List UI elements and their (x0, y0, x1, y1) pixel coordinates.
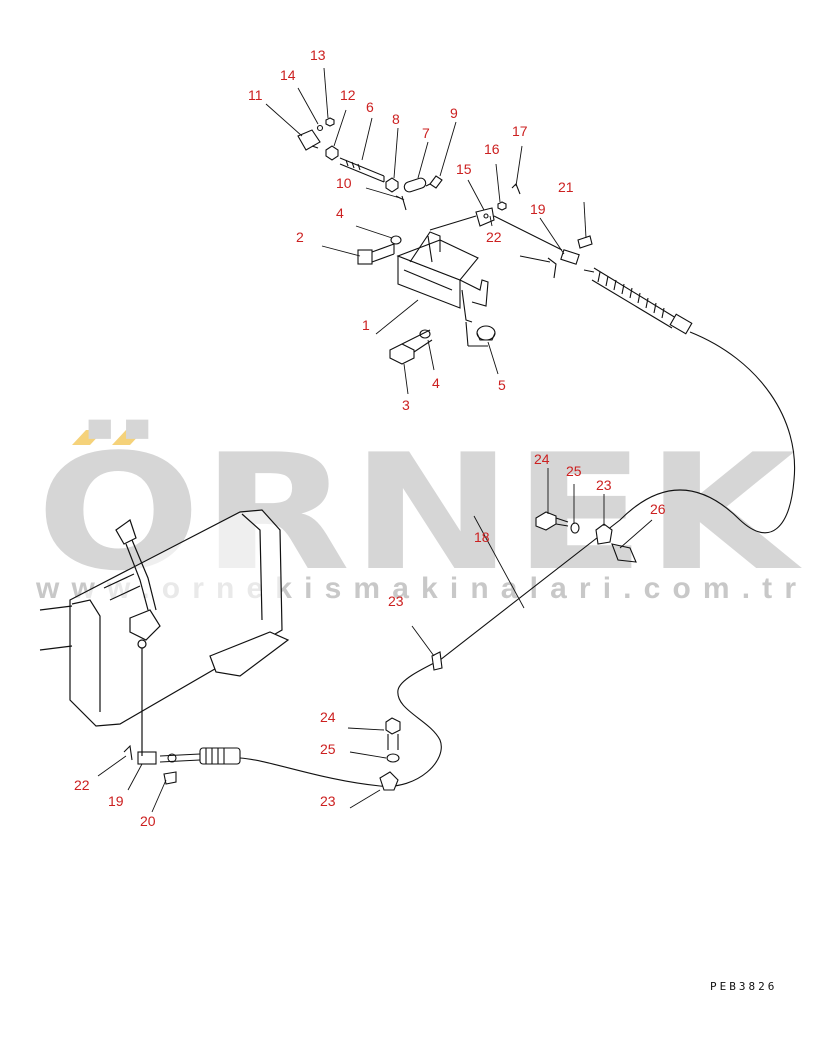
callout-15: 15 (456, 161, 472, 177)
callout-12: 12 (340, 87, 356, 103)
bolt-3 (389, 329, 433, 365)
clamp-23-upper (595, 523, 613, 545)
cable-end-lower (159, 747, 241, 765)
washer-25-lower (386, 753, 400, 763)
callout-14: 14 (280, 67, 296, 83)
spacer-5 (465, 321, 496, 347)
clamp-23-middle (431, 651, 443, 671)
pin-22-upper (547, 257, 557, 279)
transmission-housing (39, 509, 290, 756)
callout-25a: 25 (566, 463, 582, 479)
callout-24a: 24 (534, 451, 550, 467)
watermark-accent-right (112, 430, 144, 445)
callout-11: 11 (248, 87, 263, 103)
nut-8 (385, 177, 399, 193)
joint-19-upper (560, 249, 580, 265)
callout-labels: 1 2 3 4 4 5 6 7 8 9 10 11 12 13 14 15 16… (74, 47, 666, 829)
cable-bellows (583, 267, 693, 335)
callout-26: 26 (650, 501, 666, 517)
cotter-10 (395, 195, 407, 211)
pin-22-lower (123, 744, 133, 761)
callout-1: 1 (362, 317, 370, 333)
pin-6 (339, 157, 385, 183)
callout-19b: 19 (108, 793, 124, 809)
line-art (39, 117, 796, 791)
callout-16: 16 (484, 141, 500, 157)
callout-19a: 19 (530, 201, 546, 217)
callout-22b: 22 (74, 777, 90, 793)
callout-4a: 4 (336, 205, 344, 221)
bolt-24-upper (535, 511, 569, 531)
callout-7: 7 (422, 125, 430, 141)
callout-23b: 23 (388, 593, 404, 609)
knob-11 (297, 129, 321, 151)
joint-19-lower (137, 751, 157, 765)
washer-4-upper (390, 235, 402, 245)
nut-13 (325, 117, 335, 127)
callout-21: 21 (558, 179, 574, 195)
callout-24b: 24 (320, 709, 336, 725)
washer-25-upper (570, 522, 580, 534)
plate-26 (611, 543, 637, 563)
bolt-2 (357, 243, 395, 265)
drawing-code: PEB3826 (710, 980, 777, 993)
leader-lines (97, 67, 653, 813)
callout-25b: 25 (320, 741, 336, 757)
callout-23c: 23 (320, 793, 336, 809)
control-rod (429, 215, 477, 231)
callout-2: 2 (296, 229, 304, 245)
callout-17: 17 (512, 123, 528, 139)
bolt-24-lower (385, 717, 401, 750)
callout-8: 8 (392, 111, 400, 127)
bolt-20 (163, 771, 177, 785)
nut-16 (497, 201, 507, 211)
callout-9: 9 (450, 105, 458, 121)
link-7 (403, 177, 427, 193)
callout-5: 5 (498, 377, 506, 393)
callout-4b: 4 (432, 375, 440, 391)
callout-23a: 23 (596, 477, 612, 493)
washer-14 (316, 124, 324, 132)
bolt-9 (425, 175, 443, 189)
washer-4-lower (419, 329, 431, 339)
watermark-accent-left (72, 430, 104, 445)
callout-20: 20 (140, 813, 156, 829)
callout-6: 6 (366, 99, 374, 115)
callout-18: 18 (474, 529, 490, 545)
callout-3: 3 (402, 397, 410, 413)
clamp-23-lower (379, 771, 399, 791)
nut-12 (325, 145, 339, 161)
bolt-21 (577, 235, 593, 249)
callout-22a: 22 (486, 229, 502, 245)
clevis-15 (475, 207, 495, 227)
bracket-assembly (396, 231, 489, 323)
callout-13: 13 (310, 47, 326, 63)
callout-10: 10 (336, 175, 352, 191)
